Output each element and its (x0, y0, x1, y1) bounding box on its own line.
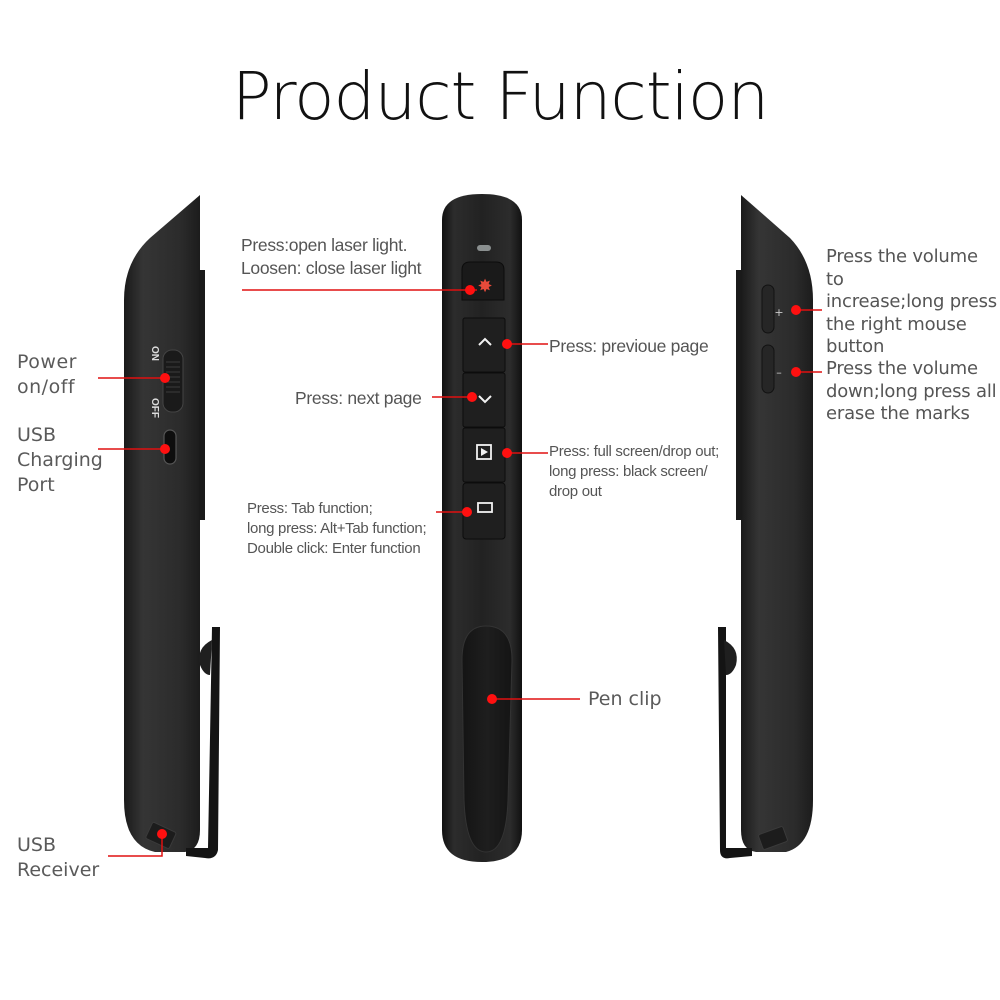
left-side-ridge (199, 270, 205, 520)
callout-power: Power on/off (17, 351, 77, 398)
volume-down-callout-dot (791, 367, 801, 377)
chevron-up-icon (478, 337, 492, 346)
right-clip (718, 627, 752, 859)
callout-laser: Press:open laser light. Loosen: close la… (241, 235, 422, 278)
switch-off-label: OFF (149, 398, 160, 418)
volume-down-button[interactable] (761, 344, 775, 394)
volume-up-callout-dot (791, 305, 801, 315)
plus-symbol: + (774, 306, 783, 319)
previous-callout-dot (502, 339, 512, 349)
tab-callout-dot (462, 507, 472, 517)
left-clip-bump (199, 640, 212, 675)
left-clip (186, 627, 220, 859)
right-side-ridge (736, 270, 742, 520)
fullscreen-callout-dot (502, 448, 512, 458)
usb-receiver-callout-dot (157, 829, 167, 839)
left-device-body (124, 195, 200, 852)
page-title: Product Function (231, 58, 769, 135)
pen-clip-callout-dot (487, 694, 497, 704)
window-icon (477, 502, 493, 513)
usb-charging-callout-dot (160, 444, 170, 454)
callout-previous: Press: previoue page (549, 336, 709, 356)
volume-up-button[interactable] (761, 284, 775, 334)
switch-on-label: ON (149, 346, 160, 361)
right-clip-bump (724, 640, 737, 675)
callout-volume-up: Press the volume to increase;long press … (826, 246, 997, 357)
chevron-down-icon (478, 395, 492, 404)
next-callout-dot (467, 392, 477, 402)
left-side-view: ON OFF (98, 195, 220, 859)
laser-callout-dot (465, 285, 475, 295)
callout-tab: Press: Tab function; long press: Alt+Tab… (247, 500, 427, 557)
play-screen-icon (476, 444, 492, 460)
callout-volume-down: Press the volume down;long press all era… (826, 358, 997, 424)
indicator-led (477, 245, 491, 251)
callout-usb-charging: USB Charging Port (17, 424, 103, 496)
power-callout-dot (160, 373, 170, 383)
callout-usb-receiver: USB Receiver (17, 834, 100, 881)
center-front-view: ✸ (242, 194, 580, 862)
right-device-body (741, 195, 813, 852)
pen-clip (461, 625, 513, 853)
right-side-view: + – (718, 195, 822, 859)
callout-pen-clip: Pen clip (588, 688, 662, 710)
callout-next: Press: next page (295, 388, 422, 408)
fullscreen-button[interactable] (462, 427, 506, 483)
laser-star-icon: ✸ (477, 276, 492, 297)
callout-fullscreen: Press: full screen/drop out; long press:… (549, 443, 720, 500)
right-usb-slot (758, 826, 788, 850)
previous-page-button[interactable] (462, 317, 506, 373)
minus-symbol: – (776, 366, 782, 379)
